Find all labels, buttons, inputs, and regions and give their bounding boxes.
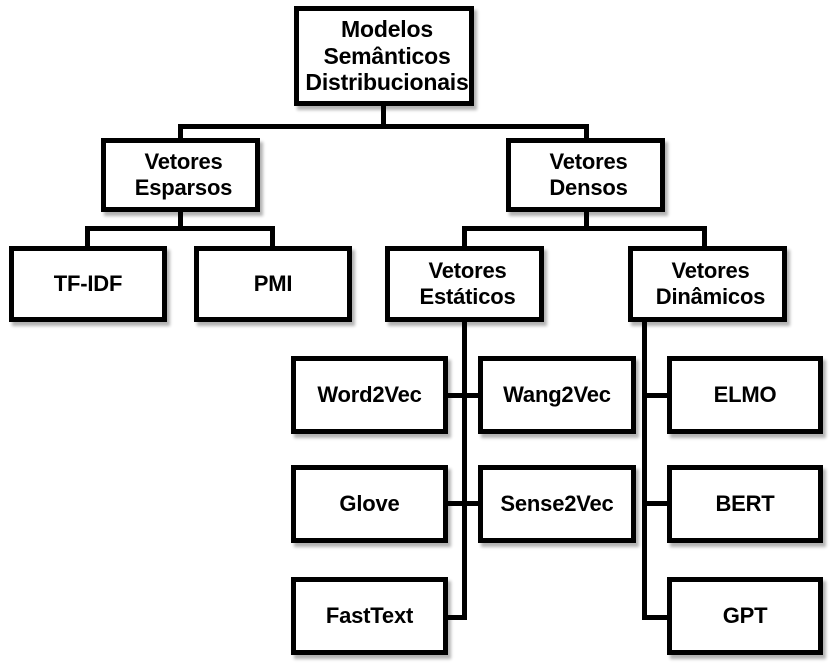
node-elmo-label: ELMO (713, 382, 777, 408)
edge-dynamic-to-gpt (642, 615, 671, 620)
node-word2vec[interactable]: Word2Vec (291, 356, 448, 434)
node-bert-label: BERT (715, 491, 775, 517)
edge-dynamic-to-bert (642, 501, 671, 506)
node-vetores-esparsos-line1: Vetores (144, 149, 223, 175)
node-tf-idf[interactable]: TF-IDF (9, 246, 167, 322)
node-vetores-dinamicos-line2: Dinâmicos (655, 284, 766, 309)
node-glove[interactable]: Glove (291, 465, 448, 543)
node-tf-idf-label: TF-IDF (53, 271, 123, 297)
node-elmo[interactable]: ELMO (667, 356, 823, 434)
node-glove-label: Glove (339, 491, 400, 517)
edge-static-to-word2vec (444, 393, 466, 398)
edge-bus-to-tfidf (85, 226, 90, 248)
node-root-line2: Semânticos (323, 42, 451, 69)
edge-dense-bus (462, 226, 707, 231)
node-vetores-dinamicos[interactable]: Vetores Dinâmicos (628, 246, 787, 322)
node-pmi[interactable]: PMI (194, 246, 352, 322)
node-vetores-densos[interactable]: Vetores Densos (506, 138, 665, 212)
edge-bus-to-pmi (270, 226, 275, 248)
edge-bus-to-dense (584, 124, 589, 142)
node-sense2vec[interactable]: Sense2Vec (478, 465, 636, 543)
edge-static-trunk (462, 318, 467, 620)
node-vetores-estaticos[interactable]: Vetores Estáticos (385, 246, 544, 322)
edge-dynamic-trunk (642, 318, 647, 620)
edge-static-to-fasttext (444, 615, 467, 620)
edge-bus-to-dynamic (702, 226, 707, 248)
edge-root-drop (381, 104, 386, 129)
node-gpt[interactable]: GPT (667, 577, 823, 655)
node-root[interactable]: Modelos Semânticos Distribucionais (294, 6, 474, 106)
edge-static-to-glove (444, 501, 466, 506)
node-bert[interactable]: BERT (667, 465, 823, 543)
node-vetores-estaticos-line2: Estáticos (419, 284, 516, 309)
node-wang2vec-label: Wang2Vec (503, 382, 611, 408)
edge-dense-drop (584, 208, 589, 231)
node-word2vec-label: Word2Vec (317, 382, 422, 408)
node-vetores-densos-line2: Densos (549, 175, 628, 200)
edge-static-to-wang2vec (462, 393, 482, 398)
edge-sparse-bus (85, 226, 275, 231)
node-sense2vec-label: Sense2Vec (500, 491, 614, 517)
edge-dynamic-to-elmo (642, 393, 671, 398)
node-fasttext-label: FastText (325, 603, 414, 629)
node-vetores-densos-line1: Vetores (549, 149, 628, 175)
node-gpt-label: GPT (722, 603, 768, 629)
node-wang2vec[interactable]: Wang2Vec (478, 356, 636, 434)
edge-sparse-drop (178, 208, 183, 231)
node-vetores-esparsos-line2: Esparsos (134, 175, 233, 200)
node-vetores-dinamicos-line1: Vetores (671, 258, 750, 284)
node-vetores-esparsos[interactable]: Vetores Esparsos (101, 138, 260, 212)
node-root-line3: Distribucionais (305, 69, 469, 96)
node-pmi-label: PMI (253, 271, 293, 297)
node-vetores-estaticos-line1: Vetores (428, 258, 507, 284)
node-fasttext[interactable]: FastText (291, 577, 448, 655)
edge-bus-to-static (462, 226, 467, 248)
edge-bus-to-sparse (178, 124, 183, 142)
edge-static-to-sense2vec (462, 501, 482, 506)
node-root-line1: Modelos (341, 15, 433, 42)
edge-level2-bus (178, 124, 589, 129)
